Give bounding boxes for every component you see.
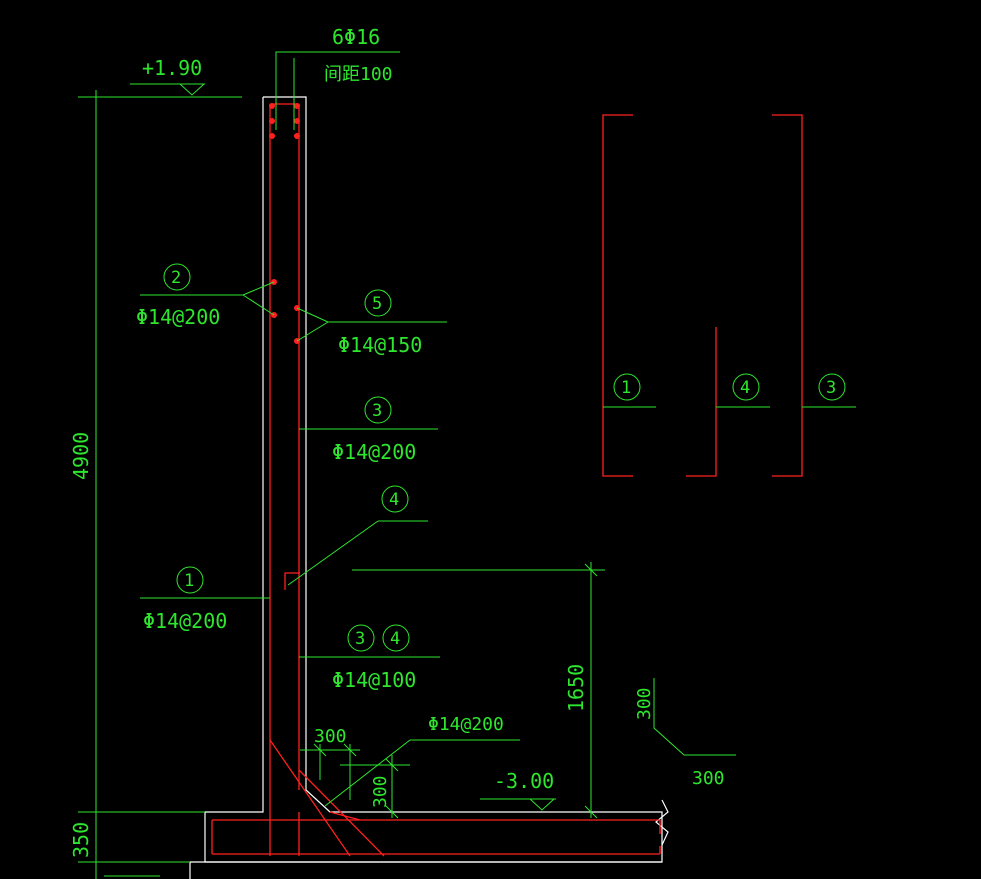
dimension-base-label: 350 <box>69 822 93 858</box>
bar-3-4-spec: Φ14@100 <box>332 668 416 692</box>
bar-4-number: 4 <box>389 490 399 510</box>
legend-bar-1-number: 1 <box>621 378 631 398</box>
bar-5-spec: Φ14@150 <box>338 333 422 357</box>
detail-height-label: 300 <box>634 687 655 720</box>
detail-width-label: 300 <box>692 768 725 789</box>
legend-bars <box>602 114 803 477</box>
haunch-height-label: 300 <box>370 775 391 808</box>
legend-bar-4-number: 4 <box>740 378 750 398</box>
annotation-lines <box>78 51 736 879</box>
bar-3-combined-number: 3 <box>355 629 365 649</box>
top-bars-spacing-label: 间距100 <box>324 64 393 85</box>
haunch-width-label: 300 <box>314 726 347 747</box>
top-bars-label: 6Φ16 <box>332 25 380 49</box>
bar-1-spec: Φ14@200 <box>143 609 227 633</box>
legend-bar-3-number: 3 <box>826 378 836 398</box>
bar-3-number: 3 <box>372 401 382 421</box>
bar-4-combined-number: 4 <box>390 629 400 649</box>
bar-3-spec: Φ14@200 <box>332 440 416 464</box>
rebar <box>211 103 661 857</box>
bar-5-number: 5 <box>372 294 382 314</box>
concrete-outline <box>189 96 669 879</box>
dimension-1650-label: 1650 <box>564 664 588 712</box>
bar-2-number: 2 <box>171 268 181 288</box>
elevation-top-label: +1.90 <box>142 56 202 80</box>
elevation-bottom-label: -3.00 <box>494 769 554 793</box>
bar-2-spec: Φ14@200 <box>136 305 220 329</box>
bar-1-number: 1 <box>184 571 194 591</box>
bar-number-circles <box>163 263 846 652</box>
haunch-bar-spec: Φ14@200 <box>428 714 504 735</box>
dimension-height-label: 4900 <box>69 432 93 480</box>
rebar-dots <box>269 103 300 344</box>
